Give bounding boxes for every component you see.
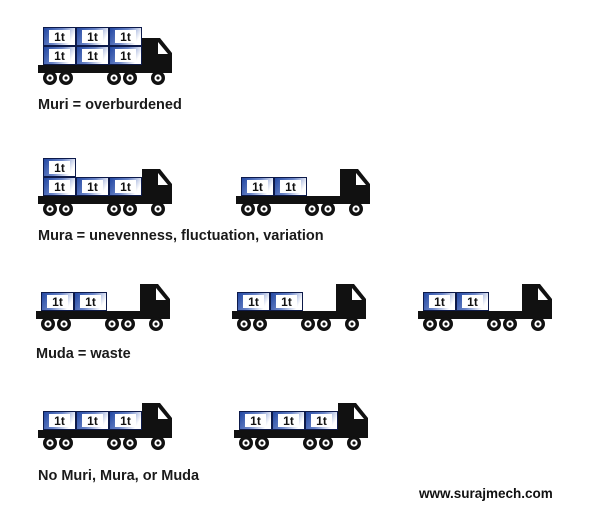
cargo-label: 1t	[54, 30, 65, 44]
cargo-box: 1t	[109, 177, 142, 196]
muda-truck-3: 1t 1t	[418, 284, 552, 331]
cargo-label: 1t	[252, 180, 263, 194]
mura-caption: Mura = unevenness, fluctuation, variatio…	[38, 228, 324, 244]
underloaded-truck-icon: 1t 1t	[232, 284, 366, 331]
cargo-label: 1t	[87, 49, 98, 63]
cargo-box: 1t	[43, 158, 76, 177]
cargo-box: 1t	[109, 27, 142, 46]
cargo-box: 1t	[43, 177, 76, 196]
cargo-label: 1t	[54, 414, 65, 428]
light-truck-icon: 1t 1t	[236, 169, 370, 216]
cargo-box: 1t	[423, 292, 456, 311]
cargo-label: 1t	[120, 49, 131, 63]
cargo-label: 1t	[87, 414, 98, 428]
cargo-box: 1t	[239, 411, 272, 430]
cargo-label: 1t	[54, 49, 65, 63]
cargo-label: 1t	[87, 30, 98, 44]
uneven-truck-icon: 1t 1t 1t 1t	[38, 158, 172, 216]
balanced-caption: No Muri, Mura, or Muda	[38, 468, 200, 484]
cargo-box: 1t	[456, 292, 489, 311]
cargo-label: 1t	[120, 414, 131, 428]
website-watermark[interactable]: www.surajmech.com	[419, 486, 553, 501]
cargo-label: 1t	[85, 295, 96, 309]
cargo-box: 1t	[76, 27, 109, 46]
cargo-box: 1t	[274, 177, 307, 196]
cargo-box: 1t	[270, 292, 303, 311]
cargo-box: 1t	[241, 177, 274, 196]
cargo-box: 1t	[76, 46, 109, 65]
cargo-label: 1t	[285, 180, 296, 194]
cargo-label: 1t	[248, 295, 259, 309]
cargo-label: 1t	[434, 295, 445, 309]
cargo-label: 1t	[52, 295, 63, 309]
cargo-box: 1t	[41, 292, 74, 311]
cargo-box: 1t	[43, 46, 76, 65]
cargo-box: 1t	[109, 411, 142, 430]
cargo-label: 1t	[467, 295, 478, 309]
cargo-label: 1t	[120, 30, 131, 44]
muri-truck-1: 1t 1t 1t 1t 1t 1t	[38, 27, 172, 85]
cargo-box: 1t	[237, 292, 270, 311]
cargo-label: 1t	[281, 295, 292, 309]
muda-caption: Muda = waste	[36, 346, 131, 362]
balanced-truck-icon: 1t 1t 1t	[234, 403, 368, 450]
cargo-label: 1t	[250, 414, 261, 428]
underloaded-truck-icon: 1t 1t	[36, 284, 170, 331]
cargo-label: 1t	[283, 414, 294, 428]
balanced-truck-1: 1t 1t 1t	[38, 403, 172, 450]
cargo-box: 1t	[74, 292, 107, 311]
mura-truck-1: 1t 1t 1t 1t	[38, 158, 172, 216]
overloaded-truck-icon: 1t 1t 1t 1t 1t 1t	[38, 27, 172, 85]
cargo-box: 1t	[305, 411, 338, 430]
cargo-box: 1t	[43, 27, 76, 46]
muda-truck-2: 1t 1t	[232, 284, 366, 331]
cargo-label: 1t	[120, 180, 131, 194]
underloaded-truck-icon: 1t 1t	[418, 284, 552, 331]
cargo-box: 1t	[43, 411, 76, 430]
balanced-truck-icon: 1t 1t 1t	[38, 403, 172, 450]
cargo-box: 1t	[272, 411, 305, 430]
cargo-box: 1t	[76, 411, 109, 430]
mura-truck-2: 1t 1t	[236, 169, 370, 216]
cargo-label: 1t	[87, 180, 98, 194]
muda-truck-1: 1t 1t	[36, 284, 170, 331]
cargo-box: 1t	[109, 46, 142, 65]
balanced-truck-2: 1t 1t 1t	[234, 403, 368, 450]
cargo-label: 1t	[54, 180, 65, 194]
cargo-label: 1t	[316, 414, 327, 428]
cargo-box: 1t	[76, 177, 109, 196]
muri-caption: Muri = overburdened	[38, 97, 182, 113]
cargo-label: 1t	[54, 161, 65, 175]
